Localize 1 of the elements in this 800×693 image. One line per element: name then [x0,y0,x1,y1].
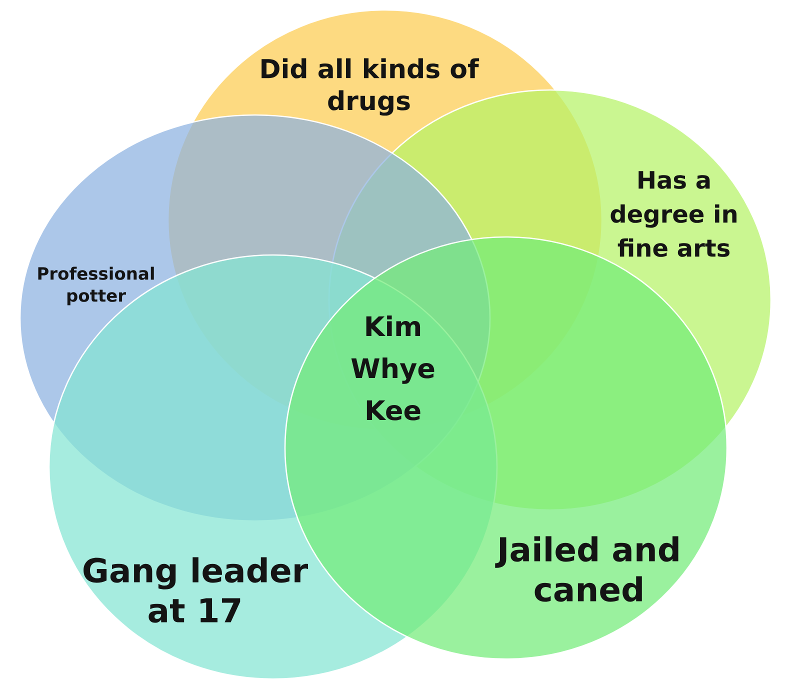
overlap-label: Kim Whye Kee [351,316,434,420]
